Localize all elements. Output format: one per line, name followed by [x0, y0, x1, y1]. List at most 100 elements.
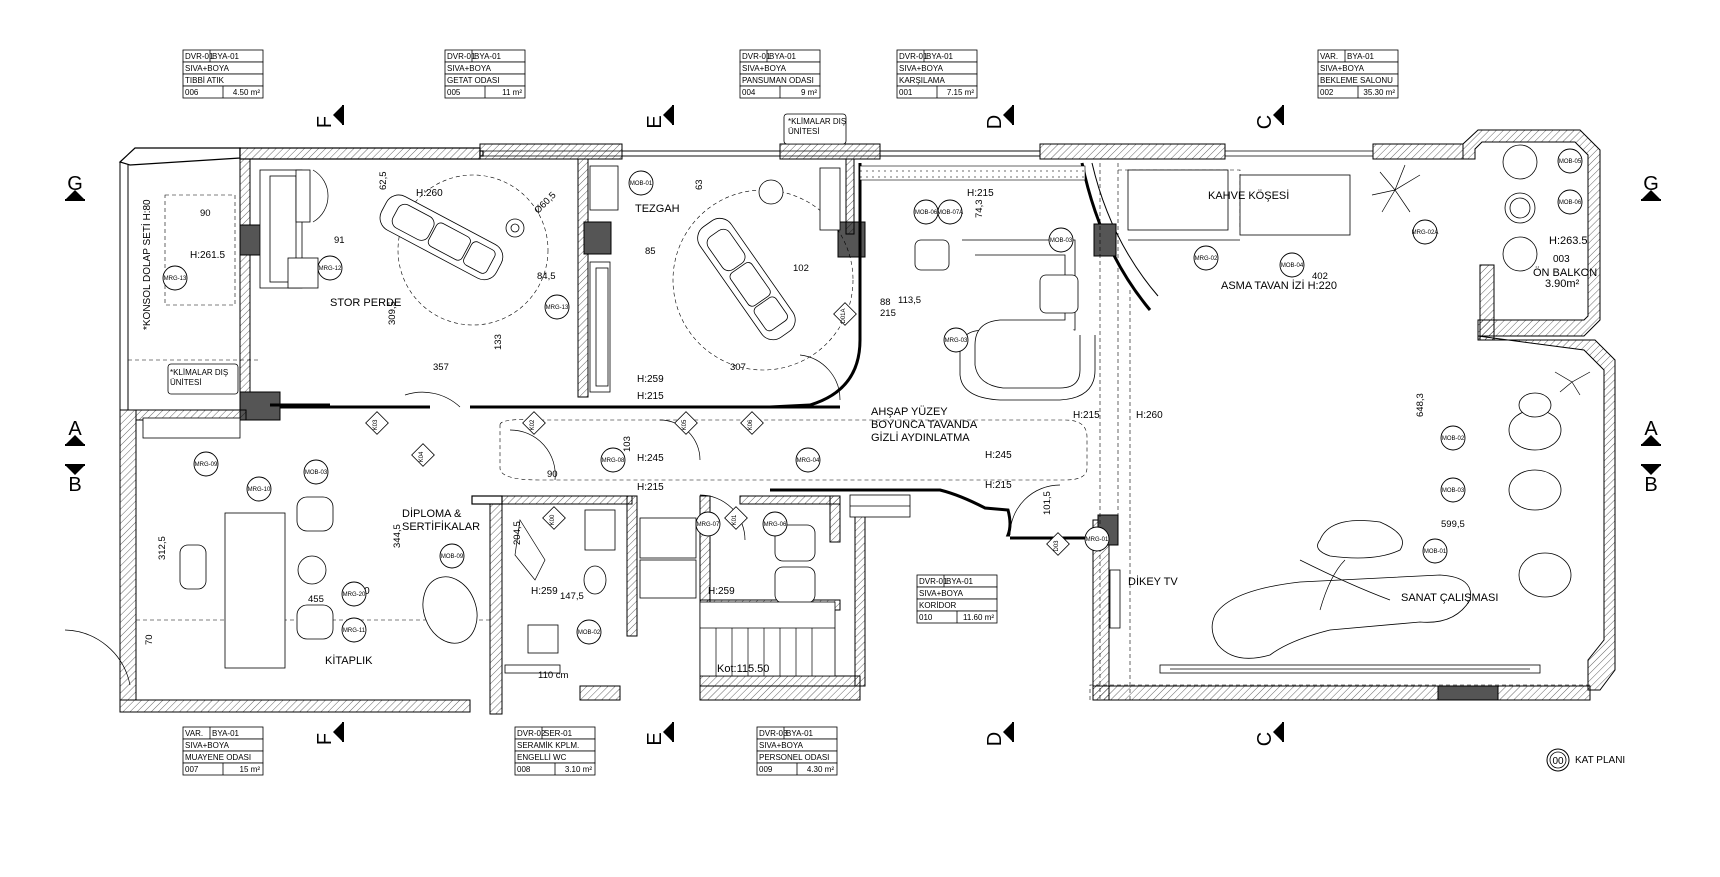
material-tag-text: MRG-20 — [343, 592, 366, 598]
material-tag-text: MRG-11 — [343, 628, 366, 634]
height-h-13: H:259 — [531, 586, 558, 597]
section-letter: E — [644, 732, 666, 745]
material-tag-text: MRG-06 — [764, 522, 787, 528]
room-tag-paint-code: BYA-01 — [946, 577, 974, 586]
room-tag-area: 9 m² — [801, 88, 817, 97]
door-tag-dt-k05: K05 — [674, 411, 698, 435]
dimension-d-85: 85 — [645, 246, 656, 257]
material-tag-t-mrg02a: MRG-02A — [1412, 219, 1439, 245]
material-tag-text: MOB-06 — [915, 210, 938, 216]
height-h-4: H:259 — [637, 374, 664, 385]
section-letter: F — [314, 116, 336, 128]
section-letter: A — [1644, 418, 1658, 440]
height-h-11: H:215 — [985, 480, 1012, 491]
room-tag-area: 11 m² — [502, 88, 522, 97]
section-letter: B — [1644, 474, 1657, 496]
label-lbl-dikey-tv: DİKEY TV — [1128, 575, 1178, 588]
dimension-d-63: 63 — [694, 179, 705, 190]
material-tag-t-mob01r: MOB-01 — [1422, 538, 1448, 564]
label-lbl-kot: Kot:115.50 — [717, 663, 769, 675]
material-tag-text: MOB-04 — [1281, 263, 1304, 269]
dimension-d-1475: 147,5 — [560, 591, 584, 602]
section-letter: B — [68, 474, 81, 496]
room-tag-finish-code: VAR. — [185, 729, 203, 738]
material-tag-text: MOB-02 — [1442, 436, 1465, 442]
material-tag-t-mrg11: MRG-11 — [341, 617, 367, 643]
room-tag-paint-code: BYA-01 — [1347, 52, 1375, 61]
material-tag-t-mrg07: MRG-07 — [695, 511, 721, 537]
material-tag-text: MOB-01 — [630, 181, 653, 187]
material-tag-text: MRG-01 — [1086, 537, 1109, 543]
material-tag-text: MRG-02A — [1412, 230, 1439, 236]
section-letter: D — [984, 115, 1006, 129]
dimension-d-2045: 204,5 — [512, 521, 523, 545]
height-h-6: H:215 — [1073, 410, 1100, 421]
label-lbl-sanat: SANAT ÇALIŞMASI — [1401, 592, 1498, 604]
room-tag-name: MUAYENE ODASI — [185, 753, 251, 762]
dimension-d-215a: 215 — [880, 308, 896, 319]
material-tag-t-mrg10: MRG-10 — [246, 476, 272, 502]
material-tag-text: MOB-06 — [1559, 200, 1582, 206]
label-lbl-ahsap3: GİZLİ AYDINLATMA — [871, 431, 970, 444]
room-tag-finish: SIVA+BOYA — [185, 741, 230, 750]
dimension-d-70: 70 — [144, 634, 155, 645]
room-tag-number: 004 — [742, 88, 756, 97]
room-tag-area: 3.10 m² — [565, 765, 592, 774]
room-tag-area: 15 m² — [240, 765, 261, 774]
dimension-d-103: 103 — [622, 436, 633, 452]
room-tag-paint-code: BYA-01 — [926, 52, 954, 61]
material-tag-t-mob04: MOB-04 — [1279, 252, 1305, 278]
section-marker-sec-b-right: B — [1641, 464, 1661, 496]
material-tag-t-mrg06: MRG-06 — [762, 511, 788, 537]
section-letter: D — [984, 732, 1006, 746]
material-tag-t-mrg04: MRG-04 — [795, 447, 821, 473]
height-h-10: H:215 — [637, 482, 664, 493]
room-tag-name: PERSONEL ODASI — [759, 753, 829, 762]
room-tag-name: KORİDOR — [919, 601, 957, 610]
dimension-d-3095: 309,5 — [387, 301, 398, 325]
material-tag-t-mob06r: MOB-06 — [1557, 189, 1583, 215]
height-h-5: H:215 — [637, 391, 664, 402]
door-tag-dt-k02: K02 — [522, 411, 546, 435]
ac-unit-line1: *KLİMALAR DIŞ — [788, 117, 846, 126]
room-tag-paint-code: BYA-01 — [786, 729, 814, 738]
dimension-d-743: 74,3 — [974, 200, 985, 219]
room-tag-area: 4.50 m² — [233, 88, 260, 97]
section-letter: E — [644, 115, 666, 128]
room-tag-finish-code: DVR-03 — [759, 729, 788, 738]
height-h-14: H:259 — [708, 586, 735, 597]
room-tag-finish: SIVA+BOYA — [185, 64, 230, 73]
material-tag-text: MRG-02 — [1195, 256, 1218, 262]
height-h-8: H:245 — [637, 453, 664, 464]
label-lbl-ahsap2: BOYUNCA TAVANDA — [871, 419, 978, 431]
section-marker-sec-c-bot: C — [1254, 722, 1284, 746]
drawing-ref-number: 00 — [1552, 756, 1564, 767]
room-tag-name: KARŞILAMA — [899, 76, 945, 85]
material-tag-text: MOB-05 — [1559, 159, 1582, 165]
room-tag-finish-code: DVR-02 — [517, 729, 546, 738]
material-tag-t-mrg02: MRG-02 — [1193, 245, 1219, 271]
room-tag-number: 006 — [185, 88, 199, 97]
room-tag-finish: SIVA+BOYA — [742, 64, 787, 73]
door-tag-text: K02 — [530, 419, 536, 430]
door-tag-text: D01A — [841, 308, 847, 323]
section-marker-sec-a-left: A — [65, 418, 85, 446]
door-tag-dt-k00: K00 — [542, 506, 566, 530]
room-tag-paint-code: BYA-01 — [769, 52, 797, 61]
material-tag-text: MRG-10 — [248, 487, 271, 493]
material-tag-text: MOB-03 — [305, 470, 328, 476]
door-tag-text: K03 — [373, 419, 379, 430]
dimension-d-402: 402 — [1312, 271, 1328, 282]
material-tag-text: MRG-04 — [797, 458, 820, 464]
room-tag-paint-code: SER-01 — [544, 729, 573, 738]
door-tag-dt-k06: K06 — [740, 411, 764, 435]
